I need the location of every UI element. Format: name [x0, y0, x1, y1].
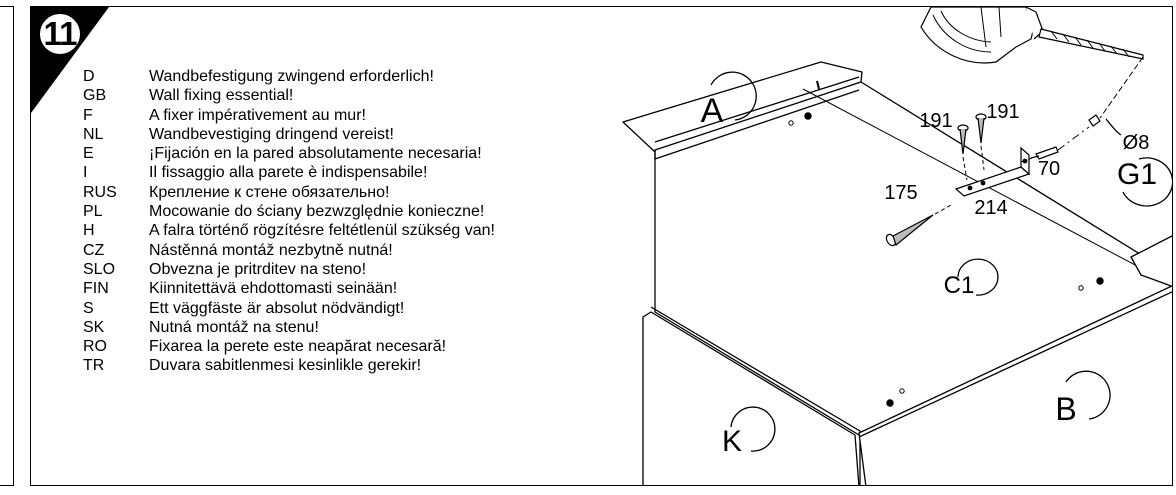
instruction-text: A falra történő rögzítésre feltétlenül s… [149, 222, 495, 240]
panel-a-circle [710, 71, 757, 121]
language-code: GB [83, 87, 107, 105]
label-screw-191-right: 191 [986, 101, 1019, 123]
panel-b-circle [1065, 370, 1111, 420]
language-code: RO [83, 338, 107, 356]
wall-plug [1088, 114, 1101, 127]
language-code: PL [83, 203, 103, 221]
panel-k-circle [730, 406, 776, 452]
label-panel-b: B [1055, 391, 1076, 427]
instruction-text: Nutná montáž na stenu! [149, 318, 319, 336]
label-screw-175: 175 [884, 182, 917, 204]
bracket-214 [954, 146, 1031, 197]
label-panel-a: A [701, 92, 724, 130]
instruction-text: Wandbevestiging dringend vereist! [149, 125, 394, 143]
language-code: SLO [83, 260, 116, 278]
instruction-text: Крепление к стене обязательно! [149, 183, 390, 201]
instruction-text: Ett väggfäste är absolut nödvändigt! [149, 299, 405, 317]
screw-191-right [975, 113, 987, 171]
drill-size-leader [1105, 118, 1122, 136]
instruction-text: Wandbefestigung zwingend erforderlich! [149, 68, 434, 85]
language-code: S [83, 299, 94, 317]
instruction-text: Wall fixing essential! [149, 87, 294, 105]
panel-c1-circle [957, 258, 999, 296]
language-code: F [83, 106, 93, 124]
panel-a-shape [622, 61, 863, 153]
instruction-text: Nástěnná montáž nezbytně nutná! [149, 241, 393, 259]
language-code: CZ [83, 241, 105, 259]
label-drill-size: Ø8 [1123, 132, 1150, 154]
language-code: E [83, 145, 94, 163]
language-code: TR [83, 357, 105, 375]
instruction-text: Obvezna je pritrditev na steno! [149, 260, 367, 278]
assembly-drawing: A G1 C1 B K 191 191 70 175 214 Ø8 [622, 7, 1172, 485]
language-code: RUS [83, 183, 117, 201]
language-code: SK [83, 318, 105, 336]
panel-b-shape [858, 285, 1172, 485]
label-panel-g1: G1 [1117, 158, 1157, 191]
language-code: H [83, 222, 95, 240]
panel-k-shape [642, 311, 860, 485]
label-panel-k: K [722, 425, 742, 458]
label-dowel-70: 70 [1038, 158, 1060, 180]
instruction-text: ¡Fijación en la pared absolutamente nece… [149, 145, 482, 163]
screw-191-left [957, 124, 969, 181]
fittings [885, 7, 1144, 247]
instruction-text: A fixer impérativement au mur! [149, 106, 366, 124]
instruction-step-frame: 11 D Wandbefestigung zwingend erforderlic… [30, 6, 1173, 486]
language-code: I [83, 164, 88, 182]
language-code: D [83, 68, 95, 85]
label-screw-191-left: 191 [919, 110, 952, 132]
page-edge-strip [0, 6, 14, 486]
panel-g1-circle [1122, 157, 1172, 207]
holes [788, 112, 1104, 407]
screw-175 [885, 204, 952, 247]
step-number-badge: 11 [37, 11, 83, 57]
panel-g1-shape [1130, 235, 1172, 287]
instruction-text: Fixarea la perete este neapărat necesară… [149, 338, 447, 356]
language-code: NL [83, 125, 104, 143]
drill-icon [920, 7, 1144, 64]
dowel-70 [1020, 126, 1090, 163]
language-code: FIN [83, 280, 109, 298]
instruction-text: Mocowanie do ściany bezwzględnie koniecz… [149, 203, 485, 221]
instruction-text: Il fissaggio alla parete è indispensabil… [149, 164, 428, 182]
instruction-text: Duvara sabitlenmesi kesinlikle gerekir! [149, 357, 422, 375]
label-bracket-214: 214 [974, 197, 1007, 219]
label-panel-c1: C1 [944, 272, 975, 299]
instruction-text: Kiinnitettävä ehdottomasti seinään! [149, 280, 398, 298]
label-circles [710, 71, 1172, 452]
